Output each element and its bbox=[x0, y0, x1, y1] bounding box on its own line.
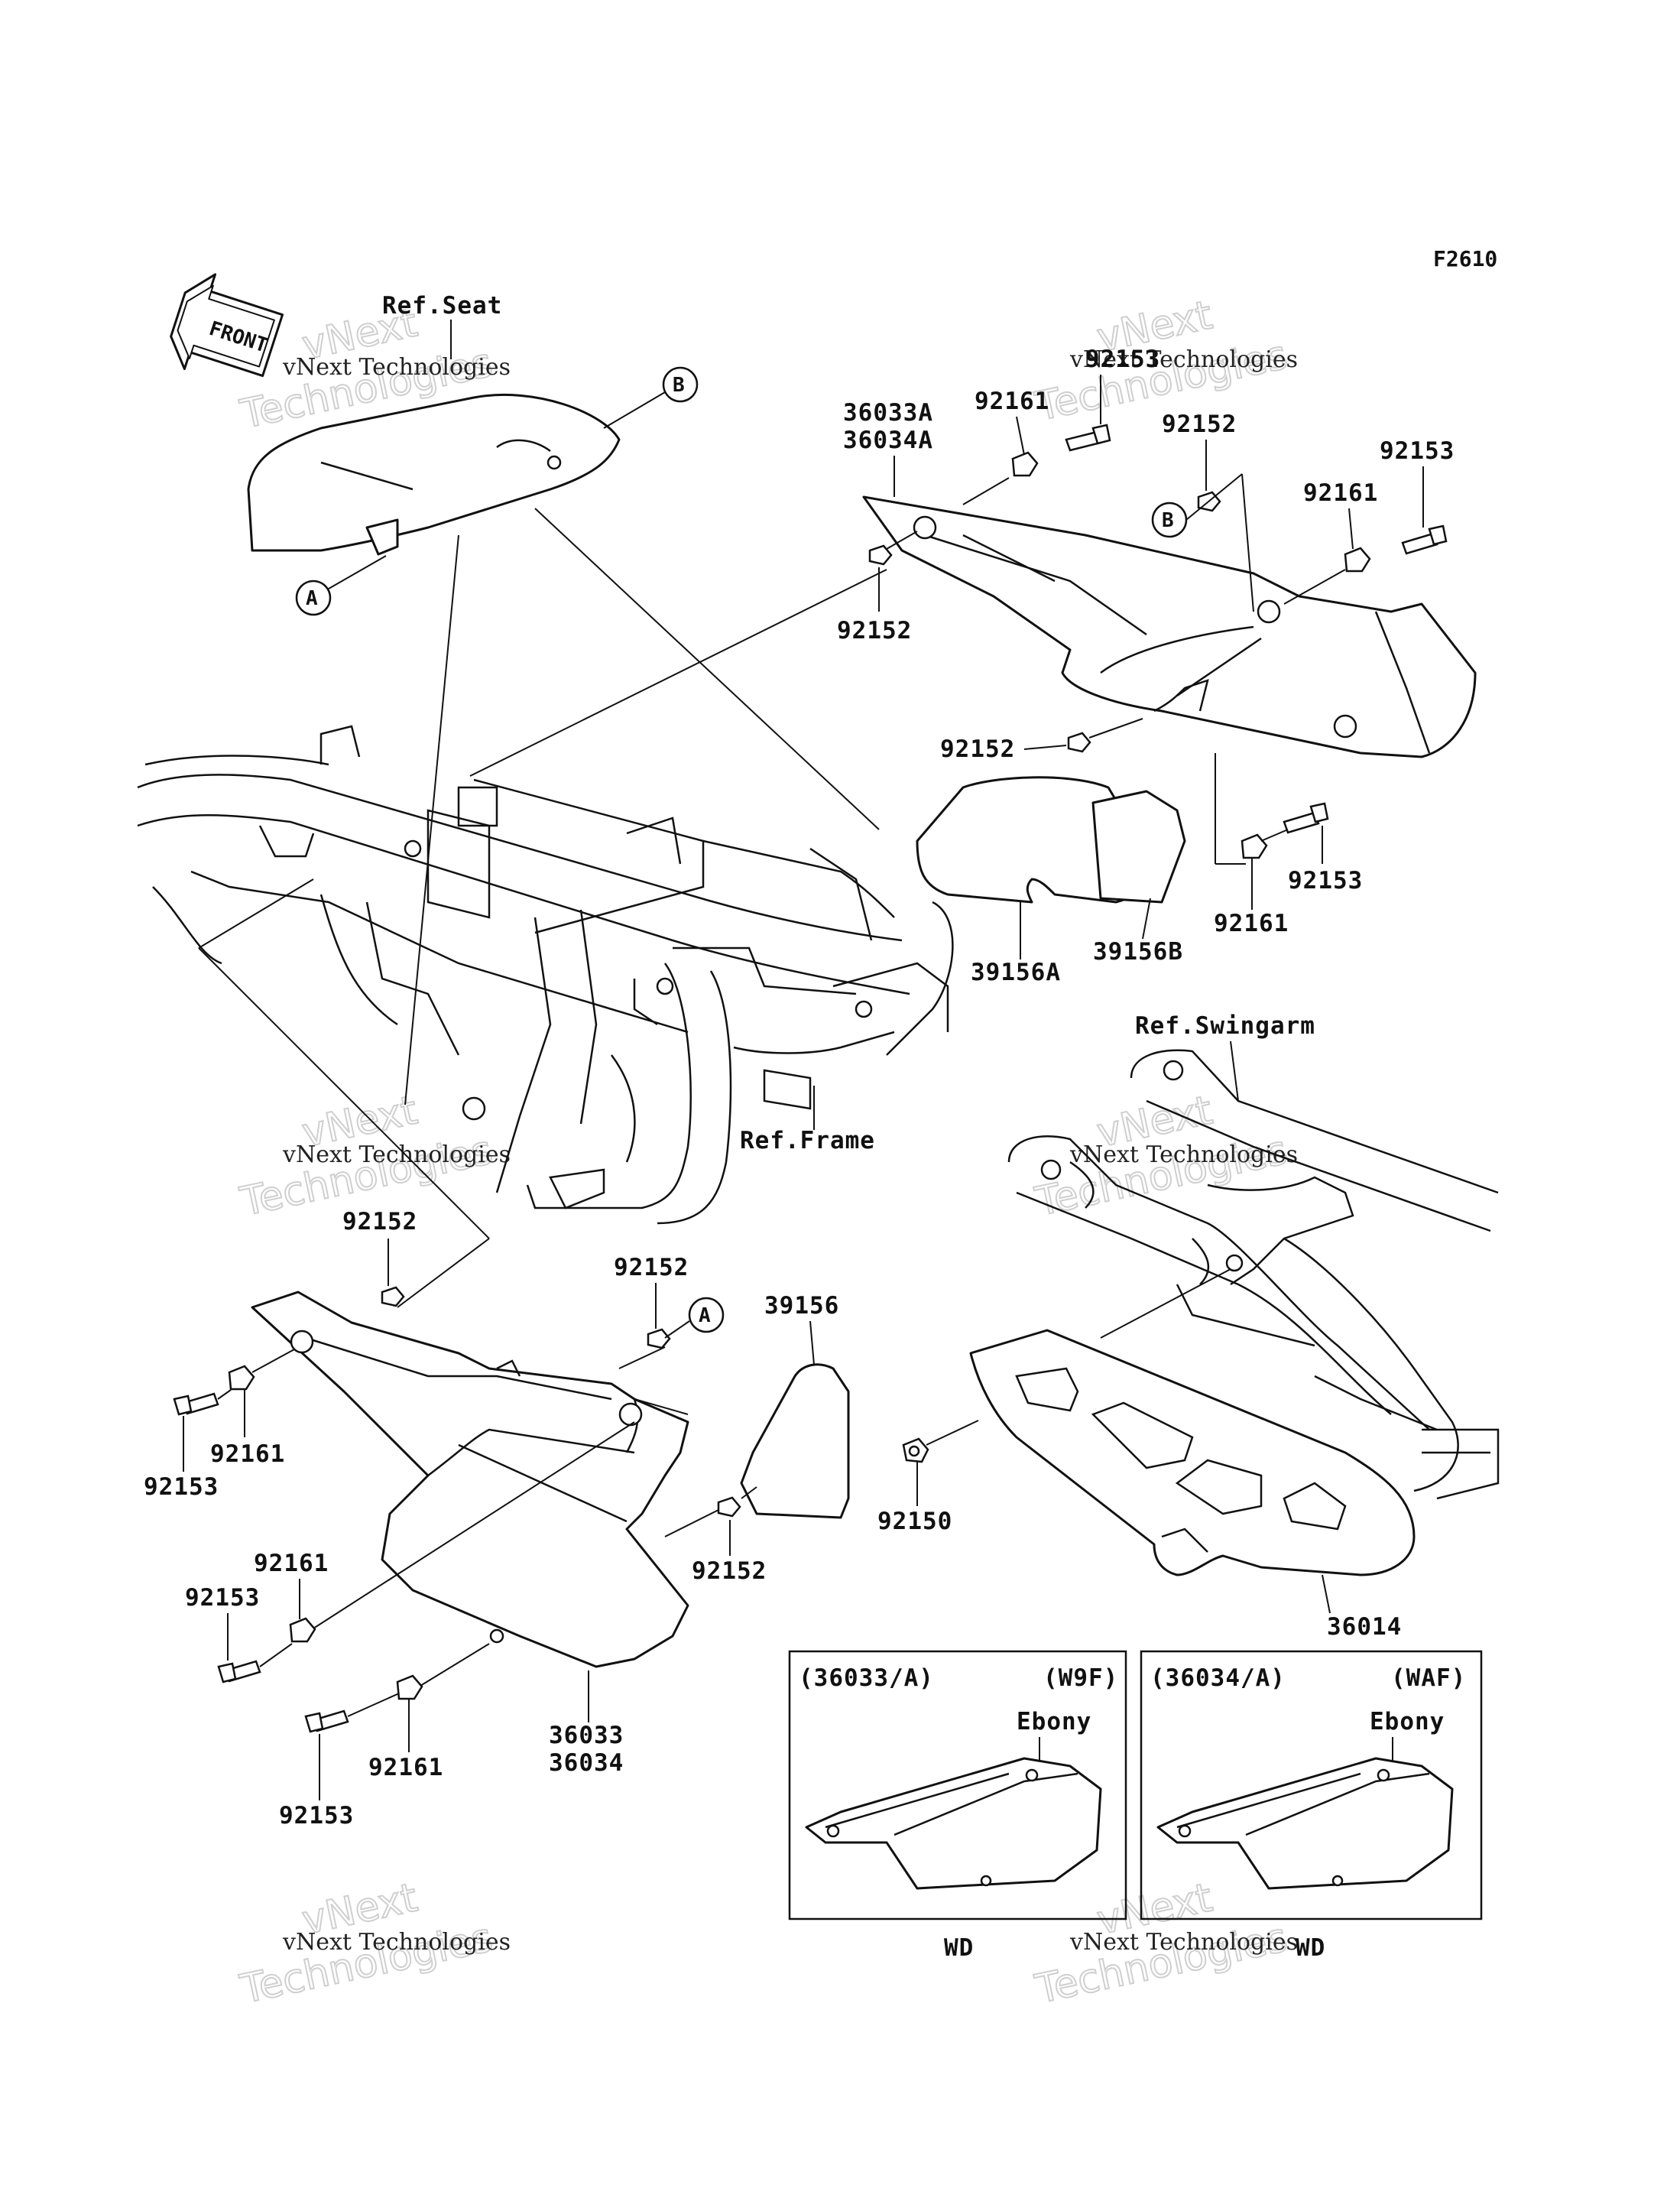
swingarm-part bbox=[1007, 1049, 1500, 1500]
part-92153-top-label: 92153 bbox=[1085, 346, 1160, 373]
callout-b-top: B bbox=[662, 366, 699, 403]
part-39156-label: 39156 bbox=[764, 1292, 839, 1320]
ref-swingarm-label: Ref.Swingarm bbox=[1135, 1012, 1315, 1040]
svg-text:WD: WD bbox=[944, 1934, 974, 1962]
grommet-icon bbox=[717, 1496, 741, 1518]
pad-39156-part bbox=[740, 1363, 850, 1519]
front-arrow-icon: FRONT bbox=[170, 273, 284, 378]
callout-a-top: A bbox=[295, 580, 332, 616]
collar-icon bbox=[289, 1617, 316, 1643]
part-92161-mid-right-label: 92161 bbox=[1214, 910, 1289, 937]
part-92153-top-right-label: 92153 bbox=[1380, 437, 1455, 465]
chain-guard-part bbox=[969, 1329, 1416, 1576]
svg-text:Ebony: Ebony bbox=[1017, 1708, 1091, 1735]
svg-text:(36033/A): (36033/A) bbox=[799, 1664, 934, 1692]
bolt-icon bbox=[1283, 802, 1329, 834]
part-92152-top-b-label: 92152 bbox=[1162, 411, 1237, 438]
part-36033-label: 36033 bbox=[549, 1722, 624, 1749]
part-92152-mid-label: 92152 bbox=[940, 735, 1015, 763]
variant-box-36034: (36034/A) (WAF) Ebony WD bbox=[1140, 1650, 1483, 1962]
seat-part bbox=[247, 394, 621, 556]
svg-text:vNext Technologies: vNext Technologies bbox=[1069, 1141, 1298, 1168]
part-36034-label: 36034 bbox=[549, 1749, 624, 1777]
svg-text:WD: WD bbox=[1296, 1934, 1325, 1962]
part-36014-label: 36014 bbox=[1327, 1613, 1402, 1641]
bolt-icon bbox=[1065, 424, 1111, 452]
part-92161-bottom-label: 92161 bbox=[368, 1754, 443, 1781]
ref-seat-label: Ref.Seat bbox=[382, 292, 502, 320]
part-92153-left-label: 92153 bbox=[144, 1473, 219, 1501]
svg-text:B: B bbox=[673, 374, 685, 397]
svg-text:B: B bbox=[1162, 509, 1174, 532]
collar-icon bbox=[228, 1365, 255, 1391]
watermark-bottom-left: vNext Technologies vNext Technologies bbox=[235, 1874, 511, 2013]
pad-39156B-part bbox=[1091, 790, 1186, 904]
callout-b-right: B bbox=[1151, 502, 1188, 538]
svg-text:Ebony: Ebony bbox=[1370, 1708, 1445, 1735]
figure-code: F2610 bbox=[1433, 246, 1497, 271]
watermark-bottom-right: vNext Technologies vNext Technologies bbox=[1030, 1874, 1298, 2013]
part-36033A-label: 36033A bbox=[843, 399, 933, 427]
bolt-icon bbox=[217, 1660, 261, 1683]
part-92161-left-low-label: 92161 bbox=[254, 1550, 329, 1577]
bolt-icon bbox=[173, 1392, 219, 1416]
part-92152-left-a-label: 92152 bbox=[614, 1254, 689, 1281]
callout-a-lower: A bbox=[688, 1297, 725, 1333]
variant-box-36033: (36033/A) (W9F) Ebony WD bbox=[788, 1650, 1127, 1962]
grommet-icon bbox=[647, 1328, 671, 1349]
grommet-icon bbox=[381, 1286, 405, 1307]
svg-text:A: A bbox=[699, 1304, 711, 1327]
part-92161-top-right-label: 92161 bbox=[1303, 479, 1378, 507]
bolt-icon bbox=[304, 1709, 349, 1733]
svg-text:vNext Technologies: vNext Technologies bbox=[1069, 1929, 1298, 1956]
bolt-icon bbox=[1401, 524, 1448, 555]
part-92161-top-label: 92161 bbox=[975, 388, 1049, 415]
part-92150-label: 92150 bbox=[877, 1508, 952, 1535]
ref-frame-label: Ref.Frame bbox=[740, 1127, 875, 1154]
part-92153-mid-right-label: 92153 bbox=[1288, 867, 1363, 894]
part-39156A-label: 39156A bbox=[971, 959, 1061, 986]
part-92152-left-top-label: 92152 bbox=[342, 1208, 417, 1235]
part-92153-left-low-label: 92153 bbox=[185, 1584, 260, 1612]
collar-icon bbox=[1241, 833, 1268, 859]
part-39156B-label: 39156B bbox=[1093, 938, 1183, 966]
svg-text:vNext Technologies: vNext Technologies bbox=[282, 1929, 511, 1956]
svg-text:(WAF): (WAF) bbox=[1391, 1664, 1466, 1692]
svg-text:(W9F): (W9F) bbox=[1043, 1664, 1118, 1692]
svg-text:vNext Technologies: vNext Technologies bbox=[1069, 346, 1298, 373]
right-upper-cover-part bbox=[862, 495, 1477, 758]
collar-icon bbox=[1344, 547, 1371, 573]
frame-part bbox=[137, 725, 954, 1225]
collar-icon bbox=[396, 1674, 423, 1700]
svg-text:A: A bbox=[306, 587, 318, 610]
part-92161-left-label: 92161 bbox=[210, 1440, 285, 1468]
left-side-cover-part bbox=[251, 1291, 689, 1668]
part-92152-top-left-label: 92152 bbox=[837, 617, 912, 644]
svg-text:vNext Technologies: vNext Technologies bbox=[282, 354, 511, 381]
collar-icon bbox=[1011, 451, 1039, 477]
watermark-top-right: vNext Technologies vNext Technologies bbox=[1030, 291, 1298, 430]
part-92152-left-mid-label: 92152 bbox=[692, 1557, 767, 1585]
part-36034A-label: 36034A bbox=[843, 427, 933, 454]
bolt-icon bbox=[902, 1437, 929, 1463]
grommet-icon bbox=[868, 544, 893, 566]
grommet-icon bbox=[1067, 732, 1091, 753]
part-92153-bottom-label: 92153 bbox=[279, 1802, 354, 1830]
svg-text:(36034/A): (36034/A) bbox=[1150, 1664, 1286, 1692]
